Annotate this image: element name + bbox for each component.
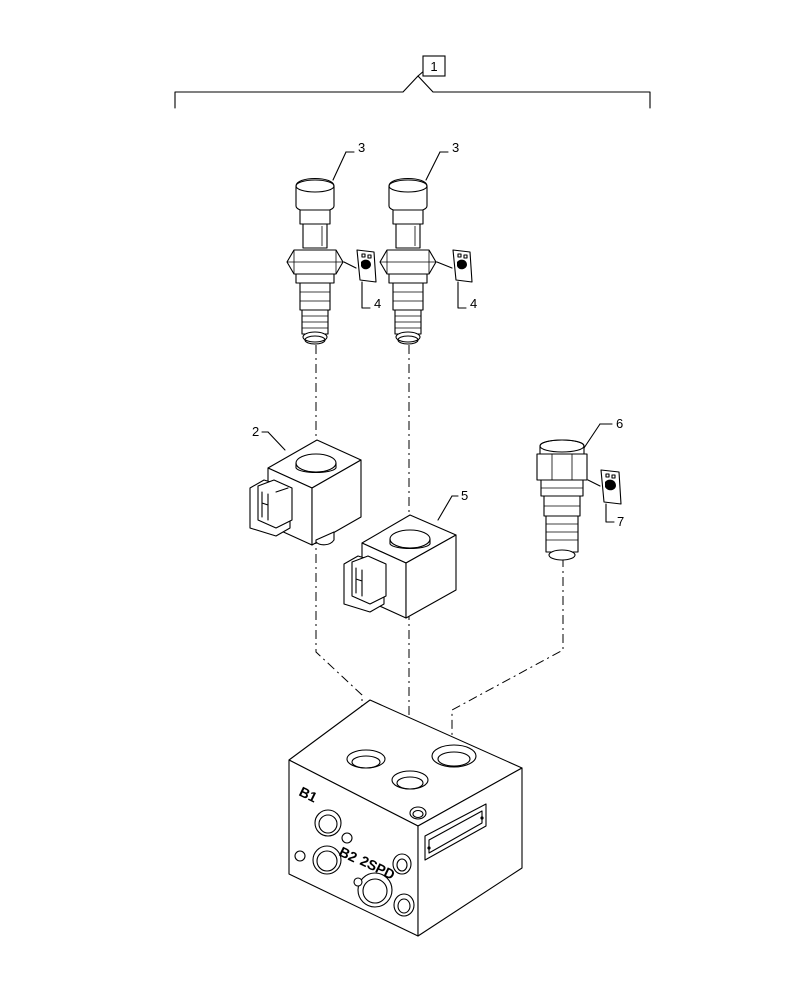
callout-2: 2 xyxy=(252,424,259,439)
leader-5 xyxy=(437,495,453,521)
callout-3b: 3 xyxy=(452,140,459,155)
assembly-bracket xyxy=(174,69,651,109)
port-label-b2: B2 xyxy=(337,843,360,865)
callout-3a: 3 xyxy=(358,140,365,155)
solenoid-cartridge-b xyxy=(379,177,437,345)
callout-box-1 xyxy=(422,55,446,77)
port-label-b1: B1 xyxy=(297,783,320,805)
relief-valve-cartridge xyxy=(536,439,588,561)
leader-3b xyxy=(425,151,441,181)
callout-5: 5 xyxy=(461,488,468,503)
callout-6: 6 xyxy=(616,416,623,431)
callout-4a: 4 xyxy=(374,296,381,311)
callout-7: 7 xyxy=(617,514,624,529)
solenoid-coil-left xyxy=(249,439,362,546)
seal-kit-bag-b xyxy=(436,249,473,309)
leader-6 xyxy=(583,423,601,449)
seal-kit-bag-c xyxy=(587,469,622,523)
callout-1: 1 xyxy=(430,59,437,74)
callout-4b: 4 xyxy=(470,296,477,311)
leader-3a xyxy=(332,151,347,181)
leader-2 xyxy=(267,431,286,451)
solenoid-cartridge-a xyxy=(286,177,344,345)
solenoid-coil-right xyxy=(343,514,457,619)
manifold-block xyxy=(288,699,523,937)
seal-kit-bag-a xyxy=(343,249,377,309)
